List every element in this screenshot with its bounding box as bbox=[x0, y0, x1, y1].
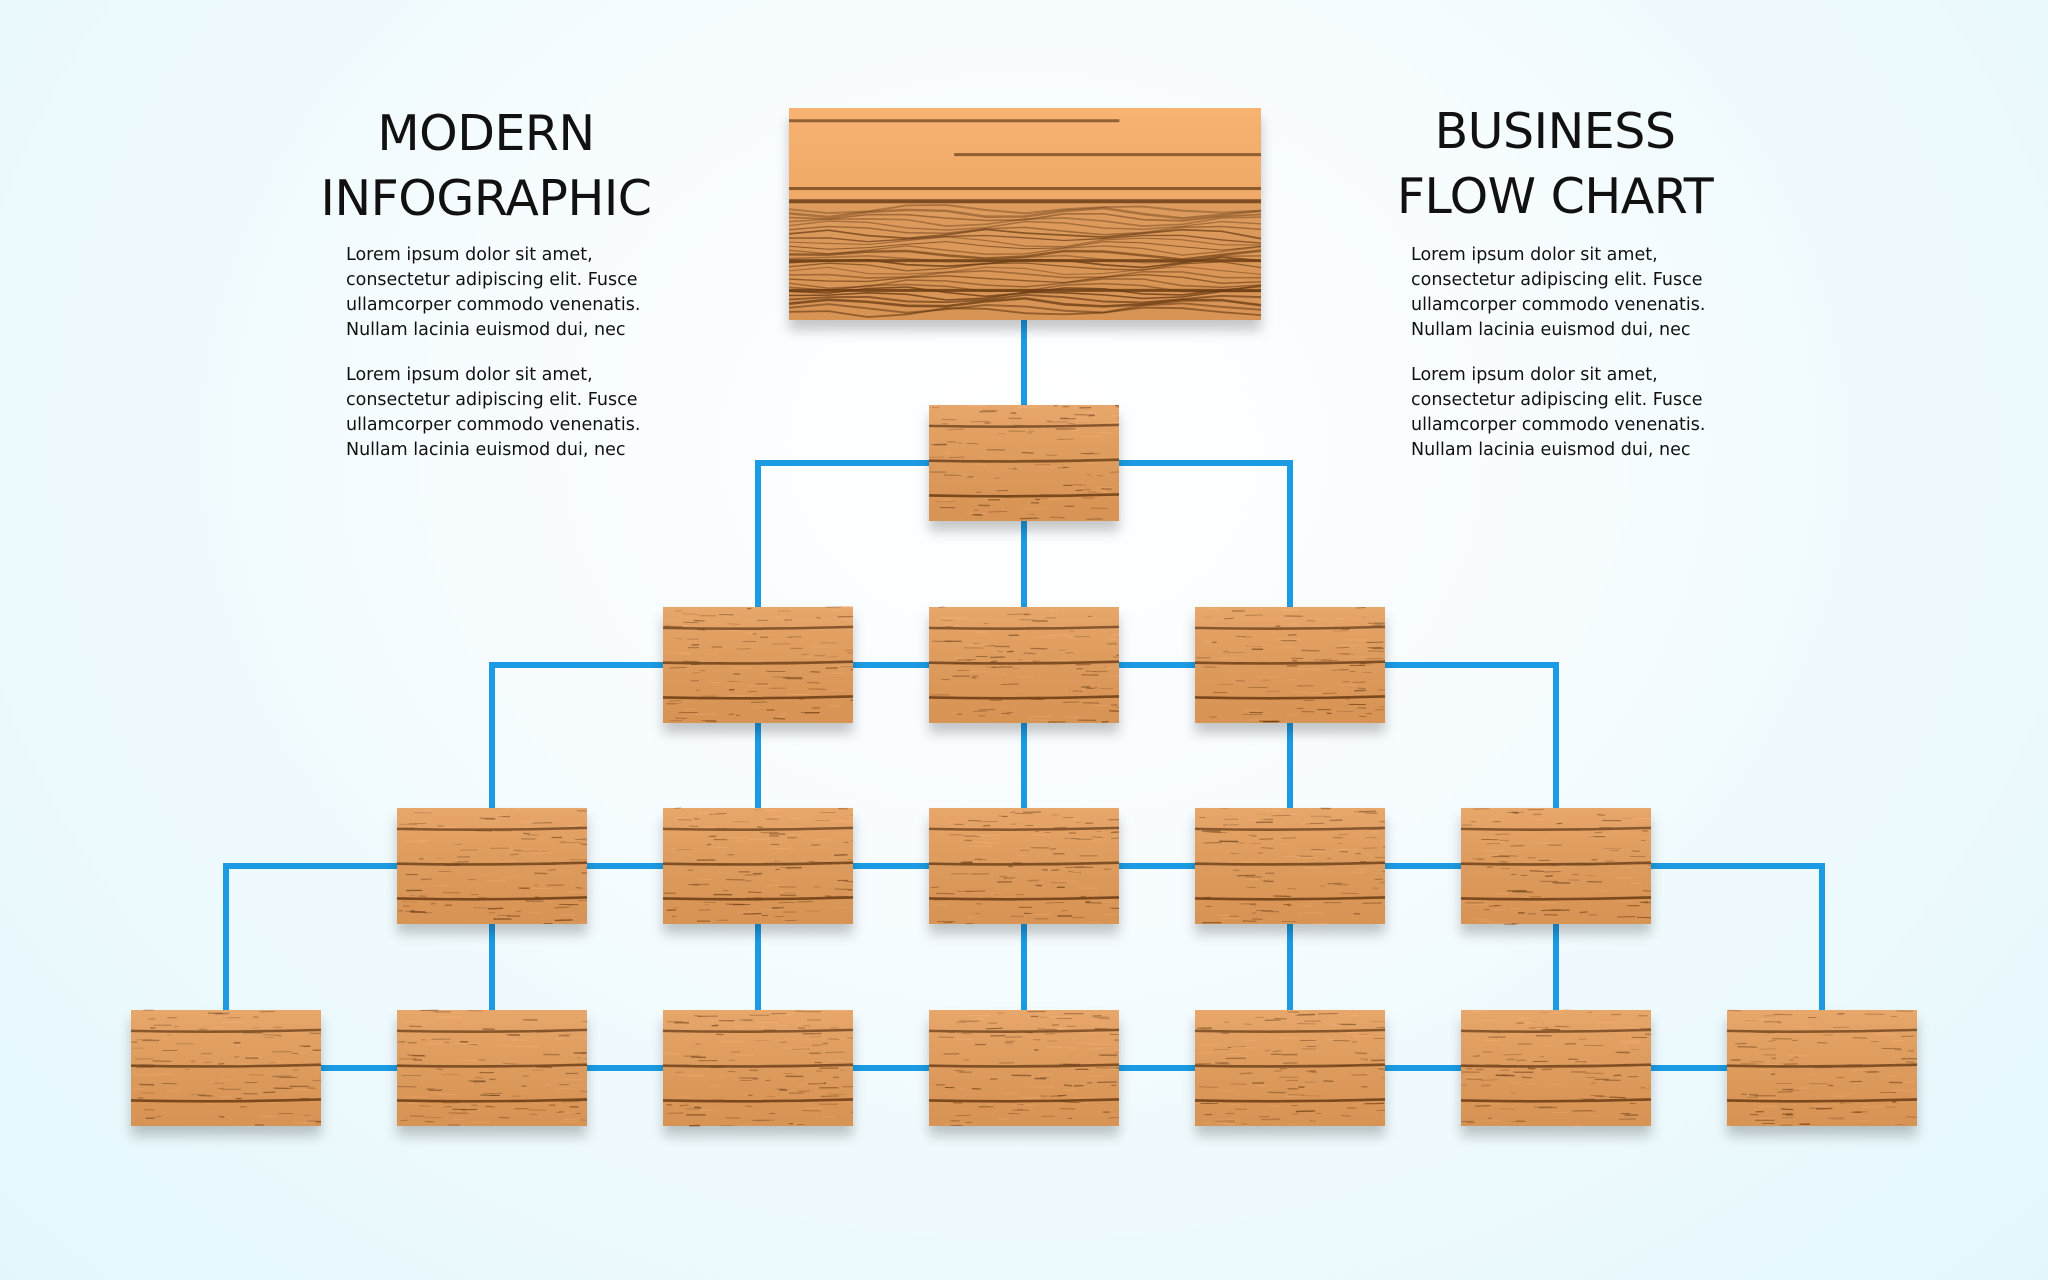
plank-shade bbox=[1195, 1010, 1385, 1126]
text-line: Lorem ipsum dolor sit amet, bbox=[1411, 245, 1658, 265]
plank-shade bbox=[397, 1010, 587, 1126]
left-paragraph-1: Lorem ipsum dolor sit amet, consectetur … bbox=[346, 243, 676, 343]
wood-box-level-4-3 bbox=[662, 1010, 854, 1127]
wood-box-level-3-4 bbox=[1194, 807, 1386, 925]
text-line: consectetur adipiscing elit. Fusce bbox=[1411, 270, 1703, 290]
plank-shade bbox=[663, 607, 853, 723]
plank-shade bbox=[929, 808, 1119, 924]
right-paragraph-2: Lorem ipsum dolor sit amet, consectetur … bbox=[1411, 363, 1741, 463]
left-heading: MODERN INFOGRAPHIC bbox=[276, 101, 696, 231]
plank-shade bbox=[663, 808, 853, 924]
text-line: Nullam lacinia euismod dui, nec bbox=[346, 440, 626, 460]
left-heading-line-1: MODERN bbox=[377, 105, 595, 162]
top-wood-box bbox=[788, 108, 1262, 320]
text-line: consectetur adipiscing elit. Fusce bbox=[346, 390, 638, 410]
text-line: ullamcorper commodo venenatis. bbox=[346, 415, 641, 435]
right-paragraph-1: Lorem ipsum dolor sit amet, consectetur … bbox=[1411, 243, 1741, 343]
wood-box-level-4-7 bbox=[1726, 1009, 1918, 1126]
wood-box-level-4-6 bbox=[1460, 1009, 1652, 1127]
wood-box-level-3-1 bbox=[396, 808, 588, 924]
plank-shade bbox=[1195, 607, 1385, 723]
plank-shade bbox=[929, 607, 1119, 723]
wood-boxes bbox=[130, 108, 1918, 1127]
wood-box-level-4-4 bbox=[928, 1010, 1120, 1126]
plank-shade bbox=[929, 1010, 1119, 1126]
wood-box-level-2-1 bbox=[662, 606, 854, 723]
text-line: Lorem ipsum dolor sit amet, bbox=[1411, 365, 1658, 385]
wood-box-level-3-5 bbox=[1460, 808, 1652, 925]
right-heading-line-2: FLOW CHART bbox=[1396, 168, 1714, 225]
wood-box-level-4-5 bbox=[1194, 1010, 1386, 1126]
wood-box-level-4-2 bbox=[396, 1009, 588, 1126]
wood-box-level-2-2 bbox=[928, 606, 1120, 723]
wood-box-level-2-3 bbox=[1194, 607, 1386, 723]
text-line: Lorem ipsum dolor sit amet, bbox=[346, 365, 593, 385]
text-line: Nullam lacinia euismod dui, nec bbox=[346, 320, 626, 340]
wood-box-level-3-2 bbox=[662, 807, 854, 924]
wood-box-level-1-1 bbox=[928, 404, 1120, 521]
plank-shade bbox=[131, 1010, 321, 1126]
text-line: Lorem ipsum dolor sit amet, bbox=[346, 245, 593, 265]
plank-shade bbox=[1461, 1010, 1651, 1126]
wood-box-level-4-1 bbox=[130, 1009, 322, 1126]
text-line: consectetur adipiscing elit. Fusce bbox=[346, 270, 638, 290]
text-line: Nullam lacinia euismod dui, nec bbox=[1411, 320, 1691, 340]
plank-shade bbox=[663, 1010, 853, 1126]
wood-box-level-3-3 bbox=[928, 808, 1120, 925]
plank-shade bbox=[1195, 808, 1385, 924]
plank-shade bbox=[1461, 808, 1651, 924]
text-line: ullamcorper commodo venenatis. bbox=[346, 295, 641, 315]
left-heading-line-2: INFOGRAPHIC bbox=[320, 170, 652, 227]
text-line: consectetur adipiscing elit. Fusce bbox=[1411, 390, 1703, 410]
right-heading: BUSINESS FLOW CHART bbox=[1345, 99, 1765, 229]
right-heading-line-1: BUSINESS bbox=[1434, 103, 1676, 160]
text-line: ullamcorper commodo venenatis. bbox=[1411, 295, 1706, 315]
plank-shade bbox=[929, 405, 1119, 521]
plank-shade bbox=[397, 808, 587, 924]
text-line: Nullam lacinia euismod dui, nec bbox=[1411, 440, 1691, 460]
text-line: ullamcorper commodo venenatis. bbox=[1411, 415, 1706, 435]
plank-shade bbox=[789, 108, 1261, 320]
left-paragraph-2: Lorem ipsum dolor sit amet, consectetur … bbox=[346, 363, 676, 463]
plank-shade bbox=[1727, 1010, 1917, 1126]
